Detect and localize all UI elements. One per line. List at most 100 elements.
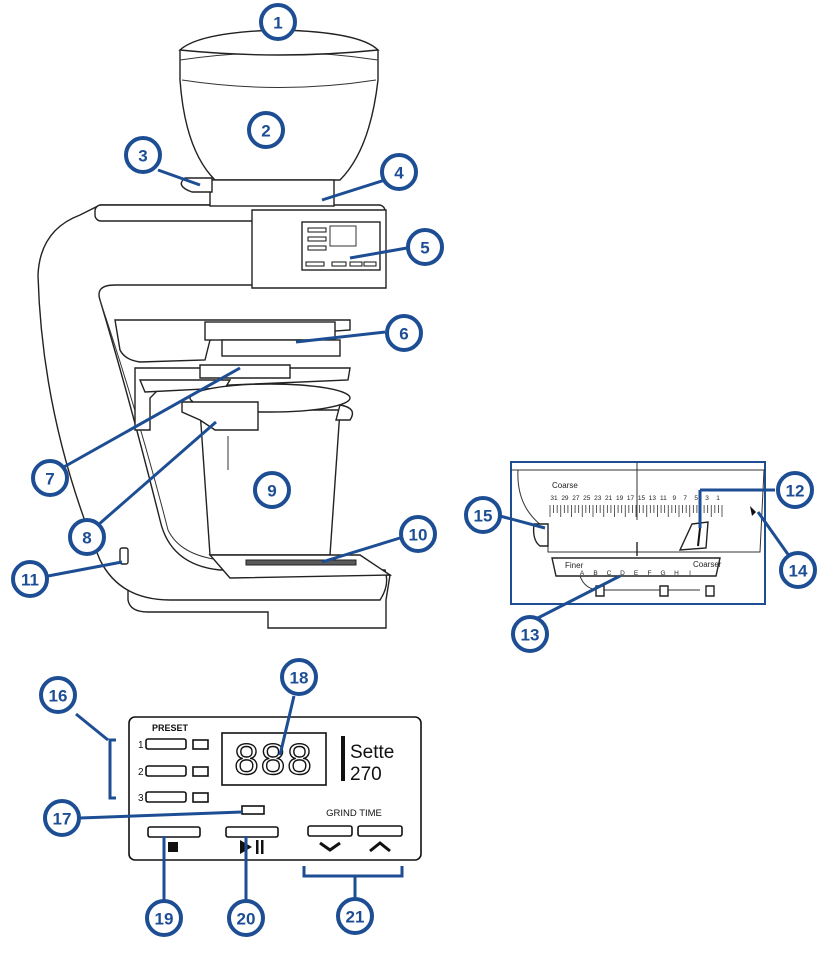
callout-17: 17: [43, 799, 81, 837]
callout-11: 11: [11, 560, 49, 598]
callout-5: 5: [406, 228, 444, 266]
portafilter-indicator: [241, 805, 265, 815]
micro-letter: F: [648, 570, 652, 577]
macro-number: 21: [605, 495, 613, 502]
svg-text:6: 6: [399, 325, 408, 344]
micro-scale-letters: A B C D E F G H I: [580, 570, 691, 577]
leader-lines: [47, 168, 794, 905]
stop-button[interactable]: [147, 826, 201, 838]
callout-4: 4: [380, 153, 418, 191]
callout-21: 21: [336, 897, 374, 935]
callout-12: 12: [776, 471, 814, 509]
arrow-mark-icon: [750, 506, 756, 516]
dial-pointer: [678, 521, 709, 551]
micro-letter: D: [620, 570, 625, 577]
dial-finer-label: Finer: [565, 561, 584, 570]
macro-number: 17: [627, 495, 635, 502]
macro-number: 23: [594, 495, 602, 502]
brand-name: Sette: [350, 742, 394, 763]
svg-text:1: 1: [273, 14, 282, 33]
svg-text:17: 17: [53, 810, 72, 829]
micro-letter: I: [689, 570, 691, 577]
preset-1-indicator: [192, 739, 209, 750]
svg-text:12: 12: [786, 482, 805, 501]
callout-10: 10: [399, 515, 437, 553]
svg-text:5: 5: [420, 239, 429, 258]
macro-number: 25: [583, 495, 591, 502]
preset-3-button[interactable]: [145, 791, 187, 803]
hopper-lid: [178, 29, 380, 56]
svg-text:15: 15: [474, 507, 493, 526]
macro-number: 27: [572, 495, 580, 502]
macro-scale-ticks: [549, 505, 723, 517]
preset-3-indicator: [192, 792, 209, 803]
callout-7: 7: [31, 459, 69, 497]
callout-14: 14: [779, 551, 817, 589]
dial-coarser-label: Coarser: [693, 560, 722, 569]
bean-hopper: [179, 36, 379, 181]
svg-text:7: 7: [45, 470, 54, 489]
micro-letter: H: [674, 570, 679, 577]
display-screen: [221, 732, 327, 786]
preset-1-button[interactable]: [145, 738, 187, 750]
micro-letter: A: [580, 570, 585, 577]
macro-number: 15: [638, 495, 646, 502]
svg-text:18: 18: [290, 669, 309, 688]
preset-label: PRESET: [152, 723, 189, 733]
callout-19: 19: [145, 899, 183, 937]
macro-number: 7: [683, 495, 687, 502]
micro-letter: E: [634, 570, 639, 577]
stop-icon: [168, 842, 178, 852]
svg-text:19: 19: [155, 910, 174, 929]
dial-detail-frame: [510, 461, 766, 605]
callout-3: 3: [124, 136, 162, 174]
svg-text:21: 21: [346, 908, 365, 927]
model-number: 270: [350, 764, 382, 785]
svg-text:4: 4: [394, 164, 404, 183]
callout-6: 6: [385, 314, 423, 352]
macro-number: 19: [616, 495, 624, 502]
macro-number: 5: [694, 495, 698, 502]
callout-16: 16: [39, 676, 77, 714]
grind-time-label: GRIND TIME: [326, 808, 382, 819]
micro-ring: [551, 557, 721, 577]
chevron-down-icon: [319, 841, 341, 852]
svg-text:2: 2: [261, 122, 270, 141]
svg-text:10: 10: [409, 526, 428, 545]
macro-number: 31: [550, 495, 558, 502]
grind-time-down-button[interactable]: [307, 825, 353, 837]
dial-coarse-label: Coarse: [552, 481, 578, 490]
adjust-ring: [204, 321, 336, 341]
dial-handle-left: [532, 523, 549, 547]
svg-text:14: 14: [789, 562, 808, 581]
preset-2-indicator: [192, 766, 209, 777]
micro-letter: B: [593, 570, 597, 577]
start-pause-button[interactable]: [225, 826, 279, 838]
preset-number-1: 1: [138, 740, 144, 751]
control-panel: [128, 716, 422, 861]
svg-text:9: 9: [267, 482, 276, 501]
preset-2-button[interactable]: [145, 765, 187, 777]
outlet-ring: [221, 339, 341, 357]
callout-15: 15: [464, 496, 502, 534]
preset-number-3: 3: [138, 793, 144, 804]
tray: [208, 554, 393, 579]
brand-bar: [341, 736, 345, 781]
holder-arm: [181, 401, 259, 431]
control-panel-detail: PRESET 1 2 3 888 Sette 270 GRIND TIME: [128, 716, 422, 861]
callout-18: 18: [280, 658, 318, 696]
hopper-collar: [209, 179, 335, 207]
preset-number-2: 2: [138, 767, 144, 778]
svg-text:11: 11: [21, 571, 39, 590]
power-switch: [119, 547, 129, 565]
grind-time-up-button[interactable]: [357, 825, 403, 837]
micro-letter: C: [607, 570, 612, 577]
micro-letter: G: [660, 570, 665, 577]
callout-13: 13: [511, 615, 549, 653]
callout-20: 20: [227, 899, 265, 937]
macro-number: 13: [649, 495, 657, 502]
callout-9: 9: [253, 471, 291, 509]
